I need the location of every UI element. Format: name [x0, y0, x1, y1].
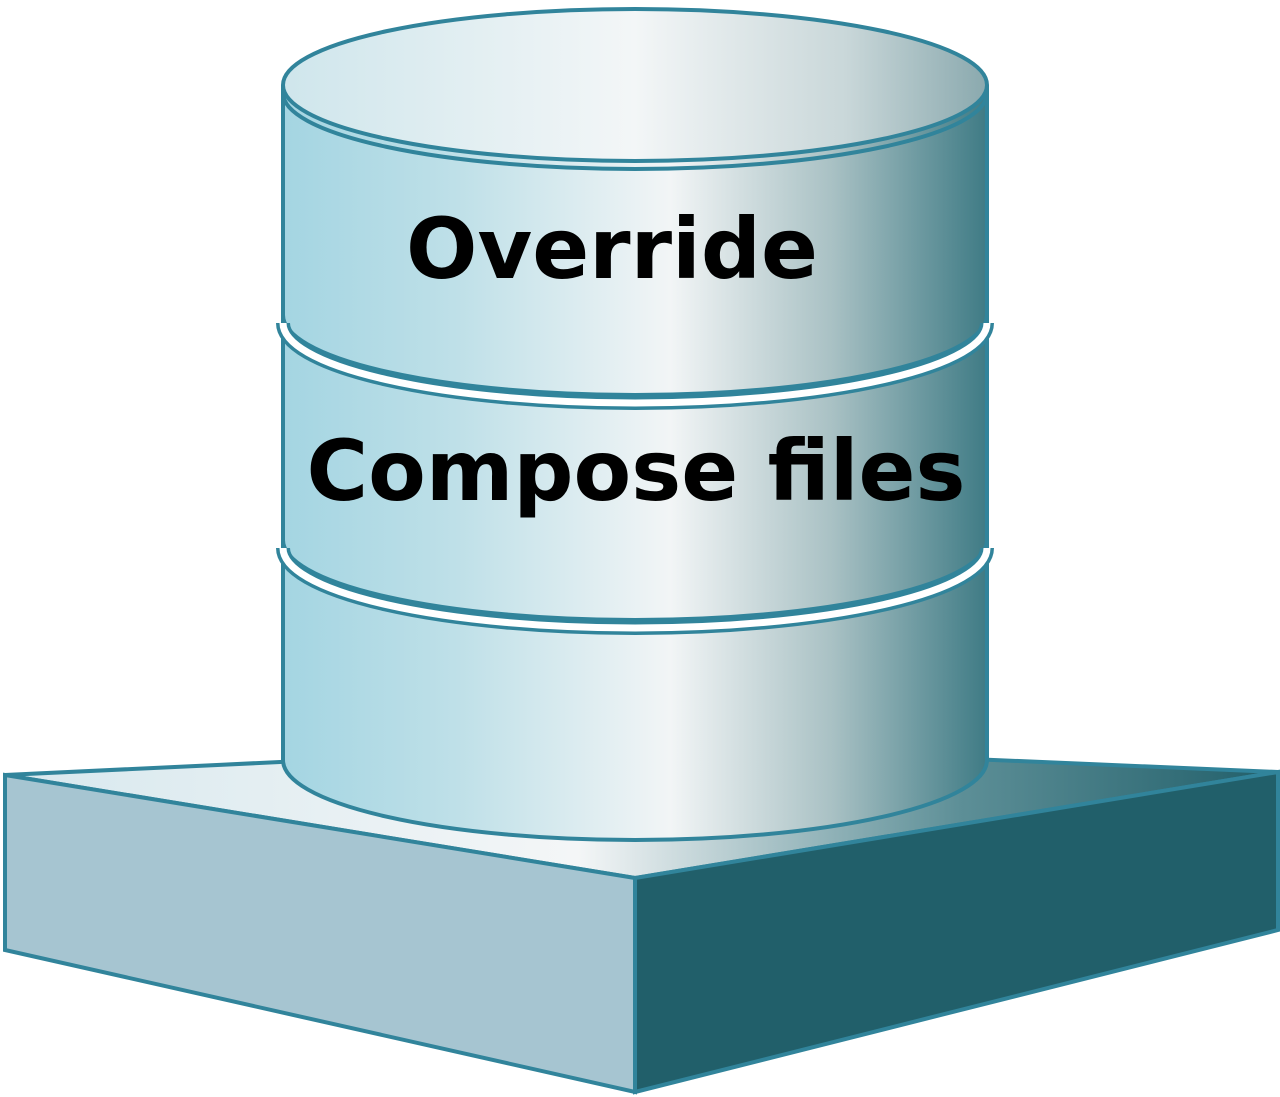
cylinder-separator-lower-inner: [279, 547, 991, 632]
platform-right-face: [633, 769, 1280, 1095]
label-compose-files: Compose files: [307, 422, 966, 520]
cylinder-top-cap: [281, 7, 989, 163]
label-override: Override: [406, 200, 818, 298]
cylinder-separator-upper-inner: [279, 322, 991, 407]
database-cylinder-icon: [276, 7, 994, 842]
